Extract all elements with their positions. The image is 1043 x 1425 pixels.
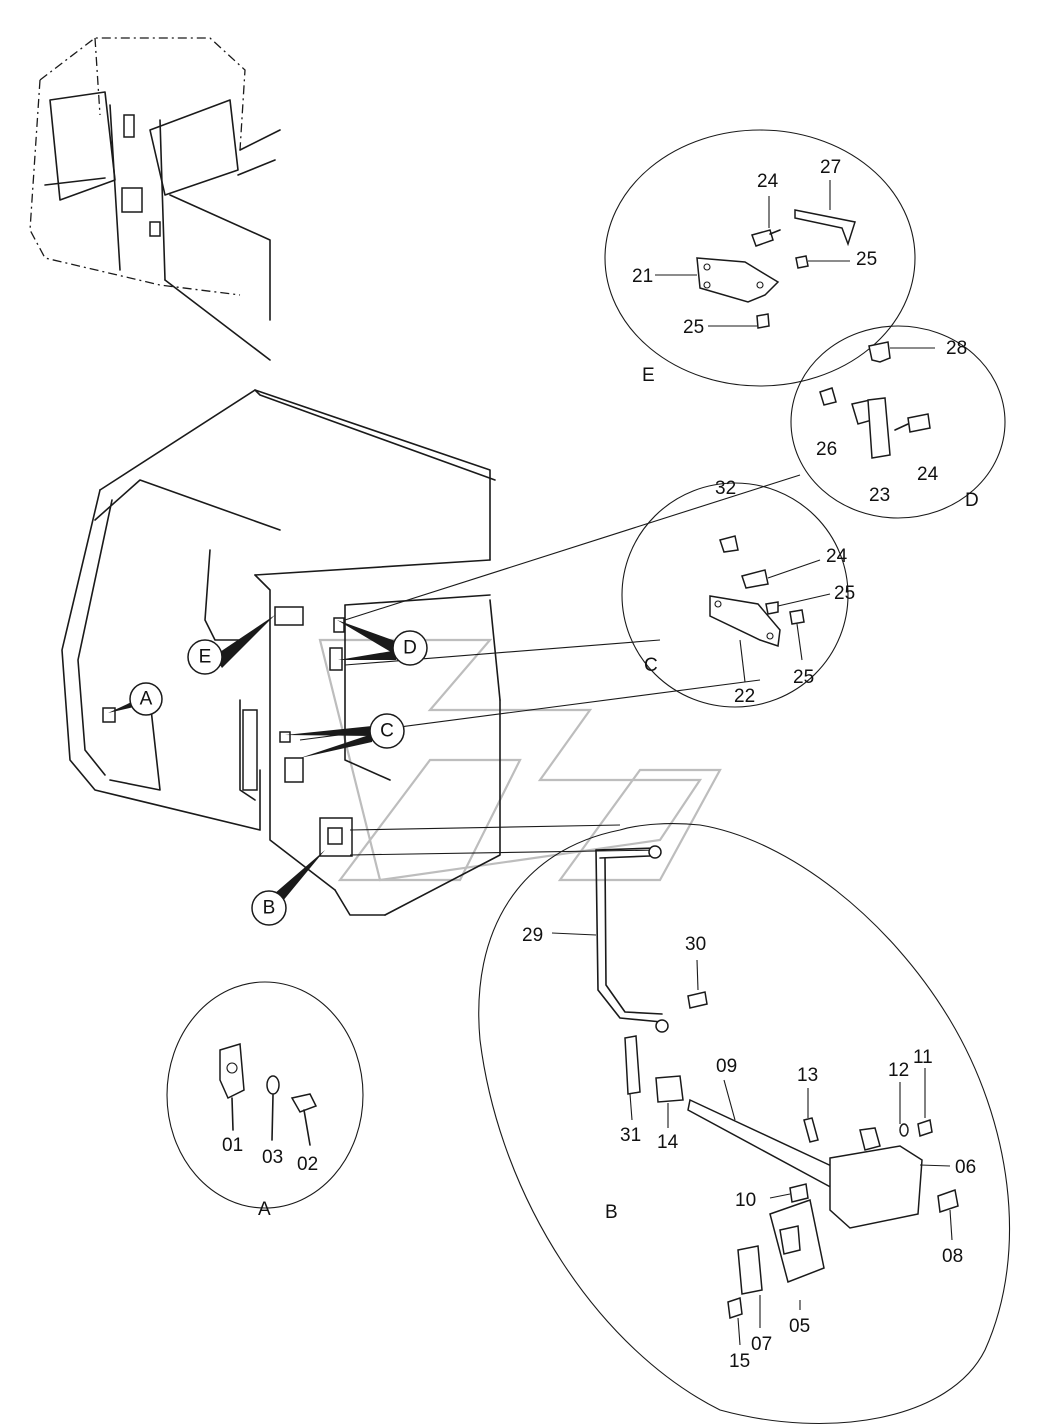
callout-e-label: E bbox=[199, 647, 212, 668]
label-31: 31 bbox=[620, 1125, 641, 1146]
detail-c-label: C bbox=[644, 655, 658, 676]
callout-a-label: A bbox=[140, 689, 153, 710]
excavator-overview bbox=[29, 37, 281, 361]
callout-pointers bbox=[108, 615, 398, 902]
label-25-e2: 25 bbox=[683, 317, 704, 338]
label-22: 22 bbox=[734, 686, 755, 707]
label-24-c: 24 bbox=[826, 546, 848, 567]
detail-d: 28 26 24 23 D bbox=[790, 325, 1006, 519]
label-10: 10 bbox=[735, 1190, 756, 1211]
detail-e: 21 24 27 25 25 E bbox=[604, 129, 916, 387]
label-25-e1: 25 bbox=[856, 249, 877, 270]
label-08: 08 bbox=[942, 1246, 963, 1267]
callout-b[interactable]: B bbox=[251, 890, 287, 926]
label-07: 07 bbox=[751, 1334, 772, 1355]
detail-b-label: B bbox=[605, 1202, 618, 1223]
callout-c-label: C bbox=[380, 721, 394, 742]
callout-c[interactable]: C bbox=[369, 713, 405, 749]
callout-a[interactable]: A bbox=[129, 682, 163, 716]
label-15: 15 bbox=[729, 1351, 750, 1372]
label-12: 12 bbox=[888, 1060, 909, 1081]
label-11: 11 bbox=[913, 1047, 933, 1068]
label-25-c2: 25 bbox=[793, 667, 814, 688]
label-14: 14 bbox=[657, 1132, 679, 1153]
label-06: 06 bbox=[955, 1157, 976, 1178]
detail-a: 01 03 02 A bbox=[166, 981, 364, 1220]
label-29: 29 bbox=[522, 925, 543, 946]
label-24-e: 24 bbox=[757, 171, 779, 192]
label-30: 30 bbox=[685, 934, 706, 955]
callout-e[interactable]: E bbox=[187, 639, 223, 675]
label-02: 02 bbox=[297, 1154, 318, 1175]
label-13: 13 bbox=[797, 1065, 818, 1086]
label-23: 23 bbox=[869, 485, 890, 506]
label-05: 05 bbox=[789, 1316, 810, 1337]
detail-c: 32 24 25 25 22 C bbox=[621, 478, 855, 708]
watermark-logo bbox=[318, 638, 722, 882]
callout-d[interactable]: D bbox=[392, 630, 428, 666]
label-27: 27 bbox=[820, 157, 841, 178]
label-01: 01 bbox=[222, 1135, 243, 1156]
callout-b-label: B bbox=[263, 898, 276, 919]
label-03: 03 bbox=[262, 1147, 283, 1168]
callout-d-label: D bbox=[403, 638, 417, 659]
label-25-c1: 25 bbox=[834, 583, 855, 604]
label-32: 32 bbox=[715, 478, 736, 499]
detail-d-label: D bbox=[965, 490, 979, 511]
cab-assembly bbox=[61, 389, 501, 916]
label-28: 28 bbox=[946, 338, 967, 359]
label-21: 21 bbox=[632, 266, 653, 287]
label-09: 09 bbox=[716, 1056, 737, 1077]
detail-b: 29 30 09 13 12 11 06 31 14 10 08 05 07 1… bbox=[478, 823, 1011, 1424]
detail-a-label: A bbox=[258, 1199, 271, 1220]
label-24-d: 24 bbox=[917, 464, 939, 485]
label-26: 26 bbox=[816, 439, 837, 460]
leader-guidelines bbox=[299, 474, 801, 856]
detail-e-label: E bbox=[642, 365, 655, 386]
